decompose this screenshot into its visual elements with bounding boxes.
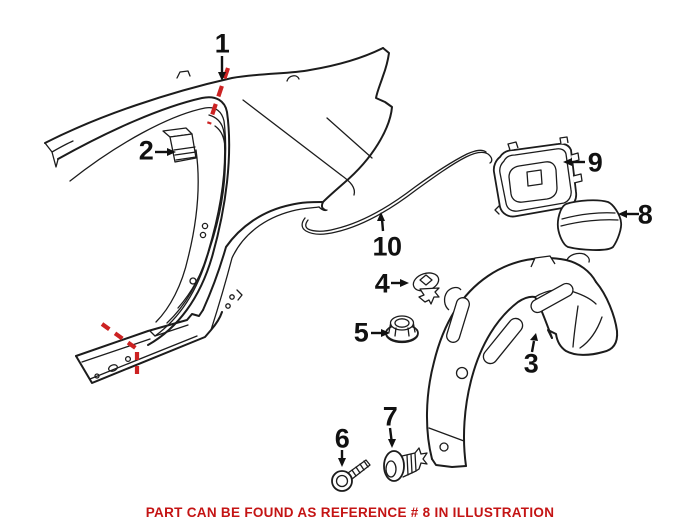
screw-art — [331, 459, 371, 492]
callout-1: 1 — [214, 28, 230, 59]
callout-6: 6 — [334, 423, 350, 454]
callout-10: 10 — [372, 231, 402, 262]
arrow-1 — [218, 56, 226, 81]
fuel-door-art — [556, 199, 623, 251]
arrow-9 — [563, 158, 585, 166]
bracket-art — [162, 127, 197, 163]
reference-caption: PART CAN BE FOUND AS REFERENCE # 8 IN IL… — [145, 505, 555, 520]
red-dash-rocker-diagonal — [100, 322, 139, 351]
callout-9: 9 — [587, 147, 603, 178]
arrow-7 — [388, 427, 396, 448]
arrow-2 — [155, 148, 176, 156]
arrow-5 — [371, 329, 390, 337]
push-pin-clip-art — [412, 272, 440, 305]
callout-arrows — [155, 56, 639, 467]
arrow-10 — [377, 212, 385, 232]
callout-4: 4 — [374, 268, 390, 299]
callout-7: 7 — [382, 401, 398, 432]
arrow-8 — [618, 210, 639, 218]
arrow-6 — [338, 450, 346, 467]
quarter-panel-art — [44, 47, 393, 384]
callout-8: 8 — [637, 199, 653, 230]
callout-2: 2 — [138, 135, 154, 166]
red-dash-pillar — [207, 67, 230, 125]
arrow-3 — [530, 333, 538, 353]
callout-5: 5 — [353, 317, 369, 348]
expansion-rivet-art — [383, 447, 428, 482]
fuel-filler-housing-art — [492, 136, 583, 218]
release-cable-art — [301, 149, 493, 235]
arrow-4 — [391, 279, 409, 287]
wheel-arch-liner-art — [426, 252, 619, 468]
callout-3: 3 — [523, 348, 539, 379]
flange-nut-art — [385, 315, 419, 344]
red-dash-marks — [100, 67, 230, 380]
